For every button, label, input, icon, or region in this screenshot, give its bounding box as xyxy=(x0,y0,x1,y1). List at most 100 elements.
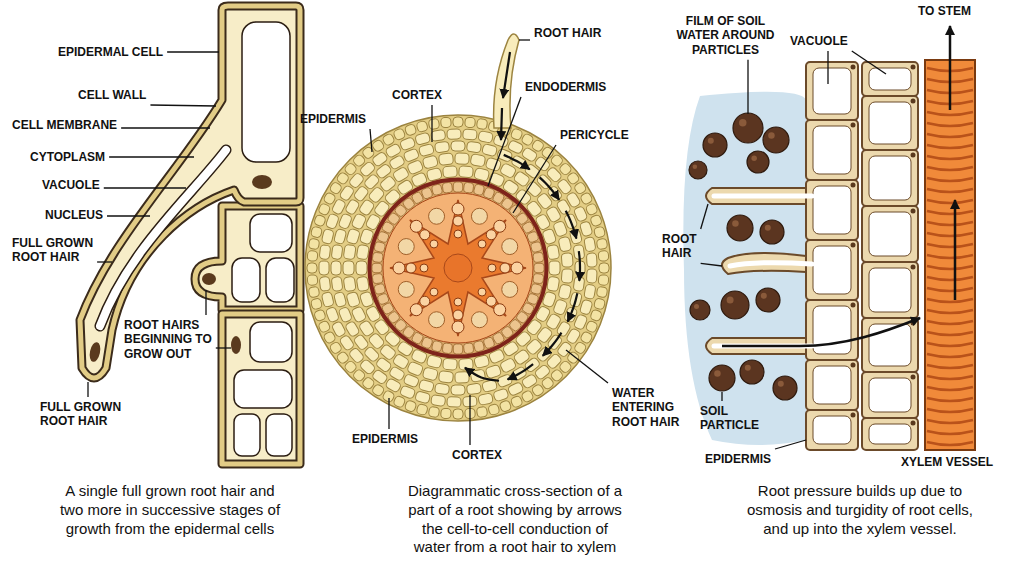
xylem-thickening xyxy=(927,431,973,434)
vascular-ground xyxy=(383,193,533,343)
epidermis-cells xyxy=(307,117,609,419)
cortex-cell xyxy=(321,229,334,245)
cortex-cell xyxy=(459,166,474,178)
xylem-vessel xyxy=(925,60,975,450)
cortex-cell xyxy=(547,244,560,260)
vacuole xyxy=(234,370,292,408)
cortex-cell xyxy=(862,62,918,96)
nucleus xyxy=(252,175,272,189)
epidermis-cell xyxy=(416,403,428,415)
xylem-thickening xyxy=(927,277,973,280)
vacuole xyxy=(813,306,851,354)
xylem-element xyxy=(406,263,416,273)
xylem-thickening xyxy=(927,387,973,390)
epidermal-cell xyxy=(222,314,300,464)
part-label: EPIDERMAL CELL xyxy=(58,45,163,59)
cortex-cell xyxy=(434,383,449,395)
cortex-cell xyxy=(443,358,458,370)
epidermis-cell xyxy=(308,286,320,298)
water-arrow xyxy=(540,177,560,199)
cortex-cell xyxy=(466,141,481,153)
cortex-ground xyxy=(305,115,611,421)
xylem-thickening xyxy=(927,145,973,148)
root-hair-cell-wall xyxy=(80,6,300,378)
cortex-cell xyxy=(584,284,596,299)
phloem-patch xyxy=(471,312,487,328)
epidermis-cell xyxy=(590,214,603,227)
root-hair-cell xyxy=(80,6,300,378)
leader-line xyxy=(566,350,608,383)
particle-highlight xyxy=(761,293,767,299)
xylem-element xyxy=(410,304,422,316)
water-arrow xyxy=(566,211,577,239)
part-label: ROOT HAIR xyxy=(534,26,601,40)
xylem-thickening xyxy=(927,167,973,170)
epidermis-cell xyxy=(404,400,417,413)
part-label: WATER ENTERING ROOT HAIR xyxy=(612,386,692,429)
cortex-cell xyxy=(862,262,918,318)
nucleus xyxy=(851,363,856,368)
xylem-element xyxy=(478,240,486,248)
cortex-cell xyxy=(443,166,458,178)
particle-highlight xyxy=(778,381,784,387)
epidermal-cell xyxy=(806,62,858,120)
cortex-cell xyxy=(466,383,481,395)
xylem-thickening xyxy=(927,266,973,269)
cortex-cell xyxy=(331,261,341,275)
vacuole xyxy=(232,258,260,302)
xylem-thickening xyxy=(927,156,973,159)
xylem-thickening xyxy=(927,255,973,258)
hair-vacuole-outline xyxy=(100,150,226,326)
xylem-thickening xyxy=(927,310,973,313)
cortex-cell xyxy=(584,237,596,252)
xylem-thickening xyxy=(927,365,973,368)
phloem-patch xyxy=(502,281,518,297)
xylem-element xyxy=(393,262,405,274)
hair-vacuole xyxy=(730,263,812,266)
cortex-cell xyxy=(438,371,453,383)
leader-line xyxy=(104,187,186,188)
xylem-element xyxy=(452,321,464,333)
xylem-element xyxy=(430,240,438,248)
nucleus xyxy=(851,413,856,418)
cortex-cell xyxy=(351,306,367,323)
part-label: ENDODERMIS xyxy=(525,80,606,94)
epidermis-cell xyxy=(593,226,605,238)
leader-line xyxy=(167,51,219,52)
cortex-cell xyxy=(431,395,446,407)
epidermis-cell xyxy=(314,214,327,227)
water-arrow xyxy=(579,251,580,281)
flow-arrow xyxy=(949,26,952,110)
epidermal-cell xyxy=(195,206,300,310)
pericycle-cell xyxy=(463,343,474,354)
cortex-cell xyxy=(334,292,347,308)
pericycle-cell xyxy=(533,273,544,284)
xylem-element xyxy=(478,288,486,296)
vacuole xyxy=(242,22,290,162)
particle-highlight xyxy=(708,138,714,144)
cortex-cells xyxy=(343,153,573,383)
epidermis-cell xyxy=(314,309,327,322)
nucleus xyxy=(88,341,102,363)
nucleus xyxy=(231,336,241,354)
pericycle-cell xyxy=(442,182,453,193)
xylem-thickening xyxy=(927,178,973,181)
epidermis-cell xyxy=(428,406,440,418)
leader-line xyxy=(827,51,828,84)
leader-line xyxy=(97,261,112,262)
xylem-element xyxy=(453,216,463,226)
soil-particle xyxy=(773,376,797,400)
flow-arrows xyxy=(722,26,955,346)
cortex-cell xyxy=(345,320,361,337)
cortex-cell xyxy=(319,245,331,260)
water-path-arrows xyxy=(465,52,580,381)
water-arrow xyxy=(503,52,510,98)
leader-line xyxy=(87,382,88,397)
cortex-cell xyxy=(561,253,573,268)
cortex-cell xyxy=(438,153,453,165)
soil-water-film xyxy=(683,92,806,445)
xylem-element xyxy=(452,203,464,215)
particle-highlight xyxy=(751,155,757,161)
cortex-cell xyxy=(418,379,434,392)
cortex-cell xyxy=(586,269,597,283)
